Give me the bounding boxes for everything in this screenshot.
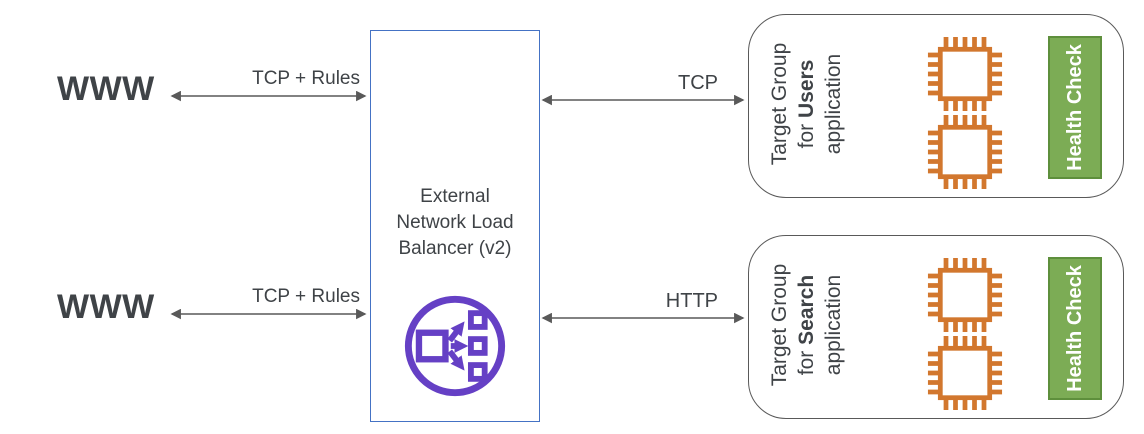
target-group-search-title-line3: application [821,274,845,376]
server-chip-icon [927,36,1003,112]
load-balancer-box: External Network Load Balancer (v2) [370,30,540,422]
target-group-users-title-line2: for Users [793,29,820,179]
health-check-label: Health Check [1063,265,1086,392]
health-check-badge-search: Health Check [1048,257,1102,400]
title-line2-normal: for [794,344,818,376]
www-client-bottom: WWW [57,288,155,326]
title-line2-normal: for [794,118,818,149]
target-group-users: Target Group for Users application Healt… [748,14,1124,198]
load-balancer-title-line1: External [420,186,490,207]
server-chip-icon [927,335,1003,411]
target-group-users-title-line3: application [821,53,845,155]
load-balancer-title-line2: Network Load [396,212,514,233]
edge-label-tcp: TCP [678,72,718,94]
target-group-users-title: Target Group for Users application [761,29,851,179]
target-group-users-title-line1: Target Group [767,42,791,166]
target-group-search: Target Group for Search application Heal… [748,235,1124,419]
server-chip-icon [927,257,1003,333]
title-line2-bold: Search [794,274,818,345]
edge-label-tcp-rules-top: TCP + Rules [252,68,360,89]
www-client-top: WWW [57,70,155,108]
target-group-search-title: Target Group for Search application [761,250,851,400]
elastic-load-balancer-icon [404,295,506,397]
health-check-label: Health Check [1063,44,1086,171]
server-chip-icon [927,114,1003,190]
edge-label-tcp-rules-bottom: TCP + Rules [252,286,360,307]
title-line2-bold: Users [794,59,818,119]
load-balancer-title: External Network Load Balancer (v2) [371,184,539,262]
health-check-badge-users: Health Check [1048,36,1102,179]
target-group-search-title-line1: Target Group [767,263,791,387]
edge-label-http: HTTP [665,290,718,312]
load-balancer-title-line3: Balancer (v2) [398,238,512,259]
target-group-search-title-line2: for Search [793,250,820,400]
